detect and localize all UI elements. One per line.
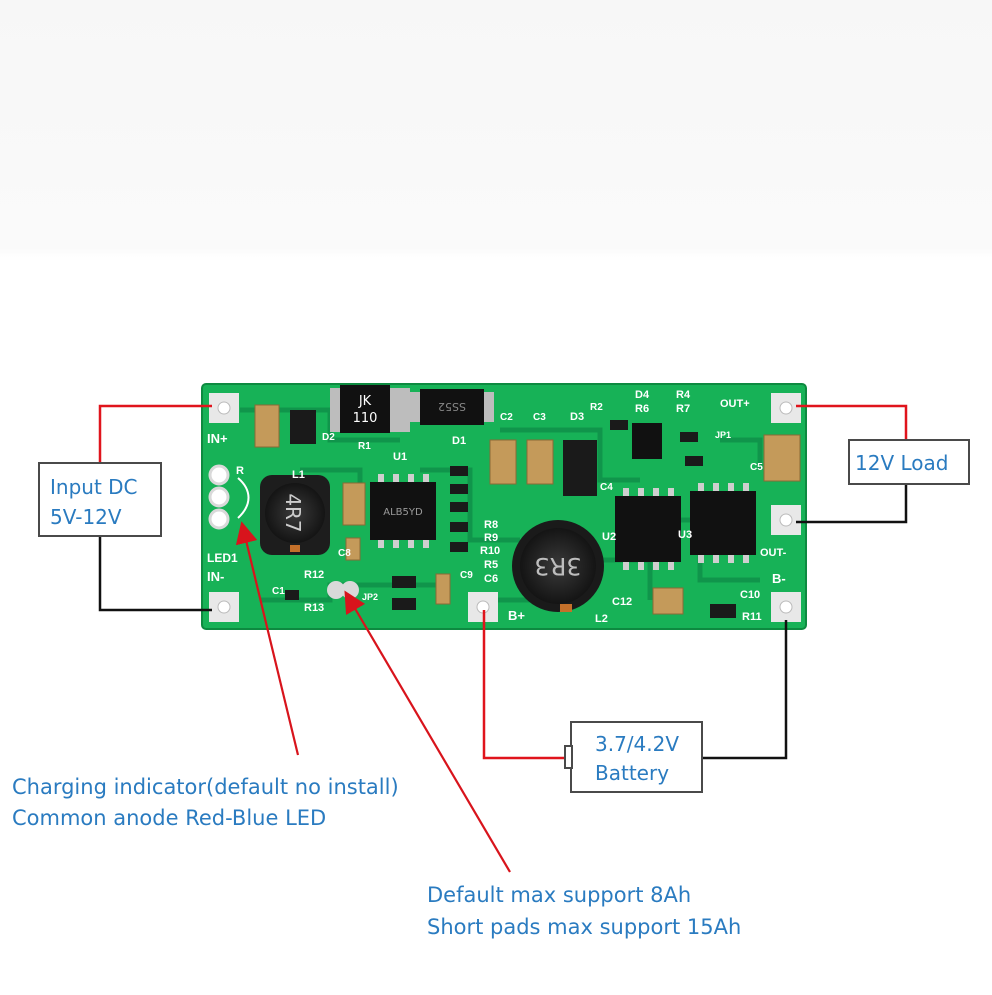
silk-r2: R2	[590, 402, 603, 413]
silk-c9: C9	[460, 570, 473, 581]
arrow-led	[235, 521, 300, 756]
load-box: 12V Load	[848, 439, 970, 485]
jk-line2: 110	[353, 411, 378, 426]
silk-r: R	[236, 465, 244, 477]
input-box: Input DC 5V-12V	[38, 462, 162, 537]
diode-ss52: SS52	[410, 389, 494, 425]
silk-in-plus: IN+	[207, 431, 228, 446]
silk-c10: C10	[740, 589, 760, 601]
silk-c6: C6	[484, 573, 498, 585]
silk-in-minus: IN-	[207, 569, 224, 584]
battery-label-line1: 3.7/4.2V	[595, 732, 679, 756]
battery-terminal	[564, 745, 573, 769]
capacity-note-line1: Default max support 8Ah	[427, 883, 691, 907]
resistors	[285, 420, 736, 618]
wire-b-plus	[482, 610, 566, 760]
pad-in-plus	[209, 393, 239, 423]
pcb-board: 4R7 3R3 JK 110 SS52	[201, 383, 807, 630]
wire-in-plus	[98, 404, 212, 462]
chip-u1: ALB5YD	[370, 474, 436, 548]
l1-marking: 4R7	[281, 493, 305, 532]
silk-c3: C3	[533, 412, 546, 423]
silk-l2: L2	[595, 613, 608, 625]
silk-c2: C2	[500, 412, 513, 423]
silk-r4: R4	[676, 389, 691, 401]
led-note-line1: Charging indicator(default no install)	[12, 775, 399, 799]
silk-d2: D2	[322, 432, 335, 443]
capacitors	[254, 404, 801, 615]
silk-c8: C8	[338, 548, 351, 559]
capacity-note-line2: Short pads max support 15Ah	[427, 915, 741, 939]
wires	[98, 404, 908, 760]
silk-r8: R8	[484, 519, 498, 531]
silk-led1: LED1	[207, 551, 238, 565]
silk-r10: R10	[480, 545, 500, 557]
silk-l1: L1	[292, 469, 305, 481]
silk-u1: U1	[393, 451, 407, 463]
silk-r13: R13	[304, 602, 324, 614]
pad-out-minus	[771, 505, 801, 535]
silk-c12: C12	[612, 596, 632, 608]
battery-label-line2: Battery	[595, 761, 669, 785]
silk-jp2: JP2	[362, 592, 378, 602]
component-jk110: JK 110	[330, 385, 410, 433]
silk-c5: C5	[750, 462, 763, 473]
pad-in-minus	[209, 592, 239, 622]
silk-r5: R5	[484, 559, 498, 571]
arrows	[235, 521, 511, 873]
inductor-l2: 3R3	[512, 520, 604, 612]
wire-out-plus	[796, 404, 908, 440]
silk-out-plus: OUT+	[720, 398, 750, 410]
u1-marking: ALB5YD	[383, 507, 423, 518]
jk-line1: JK	[358, 394, 372, 409]
silk-d4: D4	[635, 389, 650, 401]
led-holes	[208, 464, 250, 530]
silk-jp1: JP1	[715, 430, 731, 440]
silk-r7: R7	[676, 403, 690, 415]
silk-d1: D1	[452, 435, 466, 447]
silk-r1: R1	[358, 441, 371, 452]
chip-u2	[615, 488, 681, 570]
silk-out-minus: OUT-	[760, 547, 787, 559]
silk-r6: R6	[635, 403, 649, 415]
silk-b-plus: B+	[508, 608, 525, 623]
capacity-note: Default max support 8Ah Short pads max s…	[427, 883, 741, 939]
silk-r9: R9	[484, 532, 498, 544]
chip-u3	[690, 483, 756, 563]
silk-b-minus: B-	[772, 571, 786, 586]
wire-in-minus	[98, 536, 212, 612]
silk-u3: U3	[678, 529, 692, 541]
input-label-line1: Input DC	[50, 475, 138, 499]
silk-r11: R11	[742, 611, 762, 623]
pad-b-minus	[771, 592, 801, 622]
silk-r12: R12	[304, 569, 324, 581]
wire-b-minus	[702, 620, 788, 760]
inductor-l1: 4R7	[260, 475, 330, 555]
diode-d3	[563, 440, 597, 496]
wire-out-minus	[796, 484, 908, 524]
silk-c4: C4	[600, 482, 613, 493]
battery-box: 3.7/4.2V Battery	[564, 721, 703, 793]
silk-u2: U2	[602, 531, 616, 543]
l2-marking: 3R3	[534, 552, 581, 580]
silk-d3: D3	[570, 411, 584, 423]
silk-c1: C1	[272, 586, 285, 597]
input-label-line2: 5V-12V	[50, 505, 122, 529]
diode-d2	[290, 410, 316, 444]
transistor	[632, 423, 662, 459]
silkscreen: IN+ IN- LED1 R OUT+ OUT- B+ B- L1 L2 D1 …	[207, 389, 787, 625]
diode-marking: SS52	[438, 400, 466, 413]
pad-out-plus	[771, 393, 801, 423]
arrow-jp2	[344, 590, 511, 873]
led-note: Charging indicator(default no install) C…	[12, 775, 399, 830]
led-note-line2: Common anode Red-Blue LED	[12, 806, 326, 830]
load-label: 12V Load	[855, 451, 948, 475]
